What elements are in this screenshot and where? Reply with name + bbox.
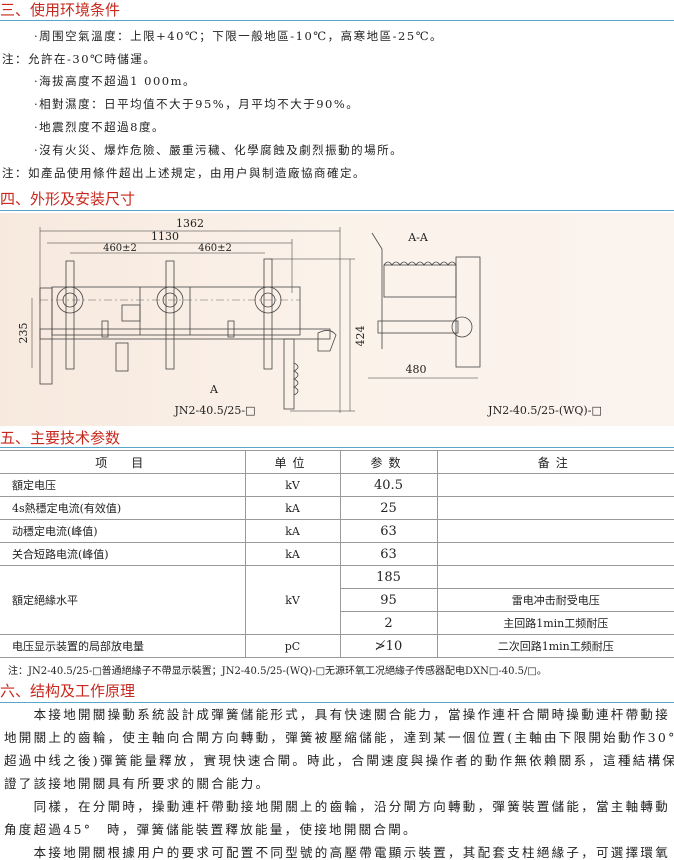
- dim-460-left: 460±2: [103, 243, 137, 254]
- dim-1362: 1362: [176, 217, 204, 230]
- principle-line: 證了該接地開關具有所要求的關合能力。: [4, 776, 271, 791]
- env-note: 注：允許在-30℃時儲運。: [2, 52, 157, 66]
- env-line: ·地震烈度不超過8度。: [34, 120, 165, 134]
- principle-line: 本接地開關根據用户的要求可配置不同型號的高壓帶電顯示裝置，其配套支柱絕緣子，可選…: [4, 845, 671, 860]
- principle-line: 同樣，在分閘時，操動連杆帶動接地開關上的齒輪，沿分閘方向轉動，彈簧裝置儲能，當主…: [4, 799, 671, 814]
- dim-480: 480: [406, 363, 427, 376]
- section-rule: [0, 702, 674, 703]
- cell-item: 关合短路电流(峰值): [0, 542, 246, 566]
- table-row: 額定絕緣水平 kV 185: [0, 565, 674, 635]
- cell-unit: kA: [244, 496, 341, 520]
- principle-line: 超過中线之後)彈簧能量釋放，實現快速合閘。時此，合閘速度與操作者的動作無依賴關系…: [4, 753, 674, 768]
- caption-left: JN2-40.5/25-□: [173, 404, 255, 417]
- section-rule: [0, 20, 674, 21]
- cell-note: 二次回路1min工频耐压: [436, 634, 674, 658]
- dim-460-right: 460±2: [198, 243, 232, 254]
- cell-value: 2: [340, 611, 438, 635]
- header-value: 参数: [339, 450, 438, 474]
- env-note: 注：如產品使用條件超出上述規定，由用户與制造廠協商確定。: [2, 166, 366, 180]
- dim-1130: 1130: [151, 230, 179, 243]
- cell-note: 主回路1min工频耐压: [436, 611, 674, 635]
- section-view: [371, 232, 481, 368]
- caption-right: JN2-40.5/25-(WQ)-□: [487, 404, 602, 417]
- cell-item: 額定电压: [0, 473, 246, 497]
- section-title-environment: 三、使用环境条件: [0, 1, 121, 19]
- env-line: ·相對濕度：日平均值不大于95%，月平均不大于90%。: [34, 97, 360, 111]
- env-line: ·周围空氣溫度：上限+40℃；下限一般地區-10℃，高寒地區-25℃。: [34, 29, 444, 43]
- cell-note: [436, 496, 674, 520]
- principle-line: 角度超過45° 時，彈簧儲能裝置釋放能量，使接地開關合閘。: [4, 822, 418, 837]
- cell-unit: kA: [244, 542, 341, 566]
- header-item: 项 目: [0, 450, 246, 474]
- dimension-lines: [31, 227, 478, 413]
- cell-item: 动穩定电流(峰值): [0, 519, 246, 543]
- cell-note: [436, 565, 674, 589]
- front-view: [39, 258, 337, 410]
- section-rule: [0, 447, 674, 448]
- section-title-principle: 六、结构及工作原理: [0, 682, 136, 700]
- section-title-parameters: 五、主要技术参数: [0, 429, 121, 447]
- cell-item: 4s熱穩定电流(有效值): [0, 496, 246, 520]
- header-unit: 单位: [244, 450, 341, 474]
- table-header: 项 目 单位 参数 备注: [0, 450, 674, 474]
- cell-value: 40.5: [339, 473, 438, 497]
- principle-line: 本接地開關操動系統設計成彈簧儲能形式，具有快速關合能力，當操作連杆合閘時操動連杆…: [4, 707, 671, 722]
- section-title-dimensions: 四、外形及安装尺寸: [0, 190, 136, 208]
- view-a-label: A: [209, 383, 219, 396]
- env-line: ·沒有火災、爆炸危險、嚴重污穢、化學腐蝕及劇烈振動的場所。: [34, 143, 404, 157]
- cell-value: ≯10: [339, 634, 438, 658]
- header-note: 备注: [436, 450, 674, 474]
- dimension-drawing: 1362 1130 460±2 460±2 235 424 480 A A-A …: [0, 213, 674, 426]
- cell-value: 185: [339, 565, 438, 589]
- cell-value: 95: [340, 588, 438, 612]
- cell-item: 額定絕緣水平: [0, 565, 246, 635]
- cell-item: 电压显示装置的局部放电量: [0, 634, 246, 658]
- cell-note: [436, 519, 674, 543]
- table-row: 2 主回路1min工频耐压: [0, 611, 674, 635]
- cell-value: 63: [339, 519, 438, 543]
- cell-unit: kV: [244, 565, 341, 635]
- dim-424: 424: [354, 326, 367, 347]
- env-line: ·海拔高度不超過1 000m。: [34, 74, 196, 88]
- cell-unit: kA: [244, 519, 341, 543]
- principle-line: 地開關上的齒輪，使主軸向合閘方向轉動，彈簧被壓縮儲能，達到某一個位置(主軸由下限…: [4, 730, 674, 745]
- dim-235: 235: [17, 323, 30, 344]
- cell-unit: pC: [244, 634, 341, 658]
- cell-value: 63: [339, 542, 438, 566]
- table-footnote: 注：JN2-40.5/25-□普通絕緣子不帶显示裝置；JN2-40.5/25-(…: [8, 666, 547, 677]
- section-rule: [0, 210, 674, 211]
- cell-note: 雷电冲击耐受电压: [436, 588, 674, 612]
- cell-note: [436, 542, 674, 566]
- section-aa-label: A-A: [407, 231, 429, 244]
- cell-unit: kV: [244, 473, 341, 497]
- cell-value: 25: [339, 496, 438, 520]
- cell-note: [436, 473, 674, 497]
